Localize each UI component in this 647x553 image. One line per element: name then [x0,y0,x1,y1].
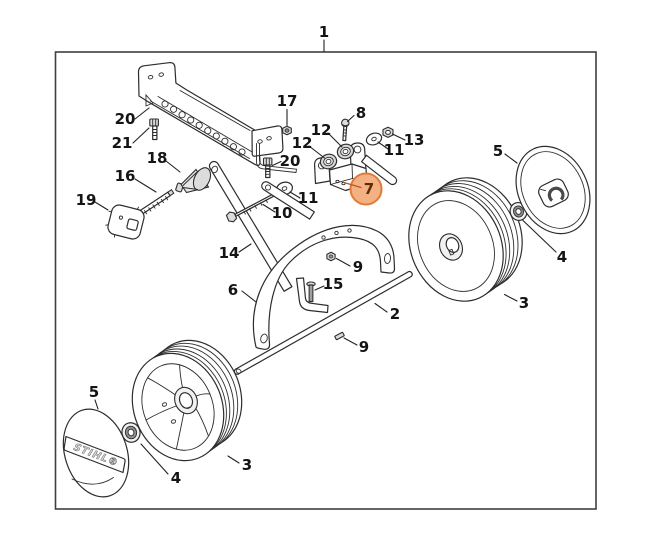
callout-3-right[interactable]: 3 [519,294,529,312]
part-leg-bracket [295,277,329,314]
part-cone-18 [175,167,212,194]
leader-line [140,443,169,475]
callout-9-lower[interactable]: 9 [359,338,369,356]
part-wheel-3-left [131,339,243,462]
callout-20-left[interactable]: 20 [115,110,136,128]
leader-line [391,133,406,141]
callout-12-lower[interactable]: 12 [292,134,313,152]
leader-line [503,293,518,302]
leader-line [262,203,276,213]
part-pin-15 [306,281,316,303]
callout-5-right[interactable]: 5 [493,142,503,160]
leader-line [343,337,358,346]
part-nut-9 [326,251,336,262]
leader-line [327,132,343,148]
callout-21[interactable]: 21 [112,134,133,152]
leader-line [335,257,351,267]
leader-line [241,290,257,303]
leader-line [346,114,355,123]
part-strut-14 [208,160,293,292]
callout-5-left[interactable]: 5 [89,383,99,401]
part-wheel-3-right [408,177,523,302]
callout-18[interactable]: 18 [147,149,168,167]
wheel-spokes [145,364,211,450]
callout-20-right[interactable]: 20 [280,152,301,170]
callout-7[interactable]: 7 [364,180,374,198]
part-bolt-20 [262,157,273,179]
highlight-circle[interactable] [349,172,383,206]
callout-19[interactable]: 19 [76,191,97,209]
callout-1[interactable]: 1 [319,23,329,41]
part-buffer-12-right [336,143,355,160]
leader-line [377,141,389,150]
callout-11-left[interactable]: 11 [298,189,319,207]
part-cap-5-left: STIHL® [62,408,130,498]
part-cap-5-right [515,145,591,235]
callout-4-left[interactable]: 4 [171,469,181,487]
callout-6[interactable]: 6 [228,281,238,299]
leader-line [132,127,150,144]
part-pin-9 [334,331,345,341]
part-arch-6 [252,224,396,350]
callout-4-right[interactable]: 4 [557,248,567,266]
part-bolt-21 [149,118,159,141]
callout-3-left[interactable]: 3 [242,456,252,474]
leader-line [271,160,282,167]
leader-line [227,455,240,464]
callout-2[interactable]: 2 [390,305,400,323]
leader-line [343,181,362,189]
callout-8[interactable]: 8 [356,104,366,122]
callout-14[interactable]: 14 [219,244,240,262]
part-bolt-10 [225,191,278,223]
callout-9-upper[interactable]: 9 [353,258,363,276]
part-axle-2 [233,270,413,375]
leader-line [134,178,157,193]
leader-lines [94,39,557,475]
serration-coils [161,100,246,156]
leader-line [94,399,99,410]
callout-17[interactable]: 17 [277,92,298,110]
leader-line [94,201,109,211]
callout-15[interactable]: 15 [323,275,344,293]
part-nut-17 [282,125,292,136]
leader-line [504,153,518,164]
callout-10[interactable]: 10 [272,204,293,222]
leader-line [522,219,557,253]
leader-line [374,302,388,313]
leader-line [314,285,325,291]
leader-line [165,160,181,173]
callout-12-upper[interactable]: 12 [311,121,332,139]
part-bushing-4-left [121,422,141,443]
part-nut-13 [382,126,394,138]
leader-line [308,145,326,159]
highlighted-callout-7[interactable]: 7 [343,172,383,206]
callout-16[interactable]: 16 [115,167,136,185]
callout-11-right[interactable]: 11 [384,141,405,159]
leader-line [289,191,301,199]
leader-line [238,243,252,253]
leader-line [134,107,150,120]
part-knob-19 [105,204,145,240]
callout-13[interactable]: 13 [404,131,425,149]
part-screw-8 [341,118,350,142]
part-serrated-bracket [137,62,284,166]
